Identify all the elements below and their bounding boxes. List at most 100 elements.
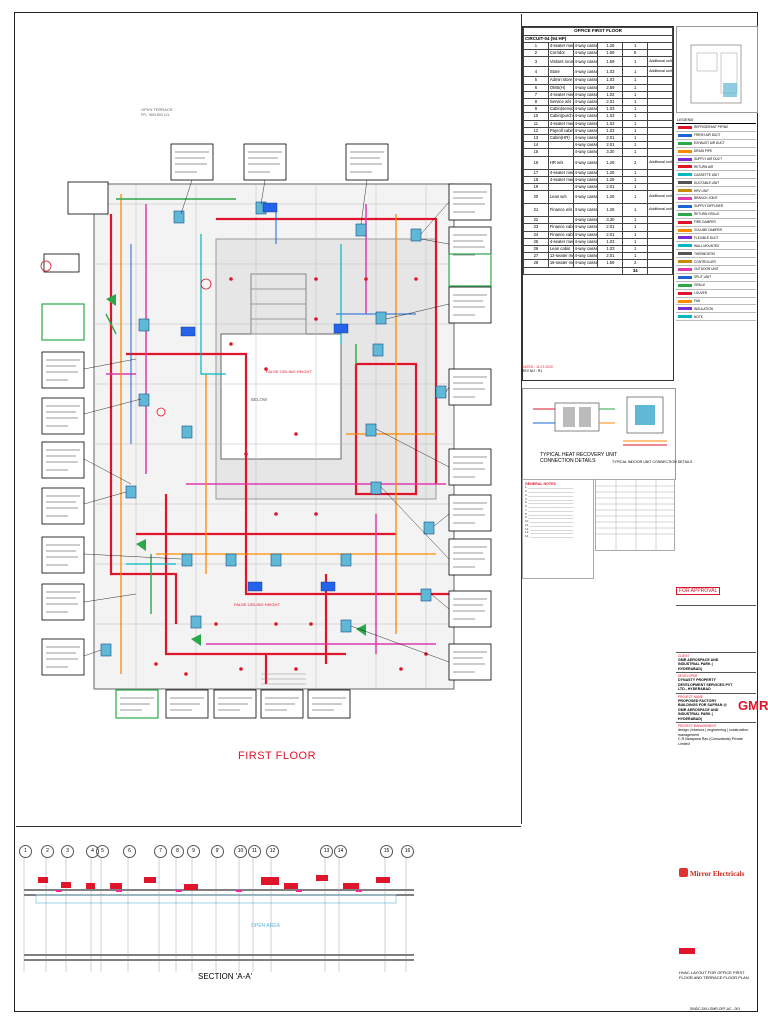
- schedule-cell-rem: [647, 49, 673, 58]
- schedule-cell-area: Service w/s: [547, 98, 574, 107]
- legend-swatch: [678, 299, 692, 303]
- schedule-cell-area: 4-seater meeting room: [547, 41, 574, 51]
- schedule-cell-cap: 1.03: [597, 105, 624, 114]
- legend-label: THERMOSTAT: [694, 251, 716, 256]
- legend-swatch: [678, 212, 692, 216]
- schedule-cell-area: Cabin(HR): [547, 134, 574, 143]
- legend-swatch: [678, 307, 692, 311]
- schedule-cell-qty: 1: [622, 190, 649, 205]
- schedule-cell-no: 1: [523, 41, 549, 51]
- legend-label: HRV UNIT: [694, 188, 709, 193]
- schedule-cell-cap: 1.03: [597, 237, 624, 247]
- legend-item: WALL MOUNTED: [676, 242, 756, 251]
- schedule-cell-cap: 1.03: [597, 245, 624, 254]
- schedule-cell-rem: Additional unit: [647, 66, 673, 78]
- legend-swatch: [678, 315, 692, 319]
- legend-swatch: [678, 283, 692, 287]
- schedule-total-row: 34: [523, 266, 673, 275]
- schedule-cell-qty: 1: [622, 112, 649, 121]
- project-label: PROJECT NAME: [678, 694, 703, 699]
- schedule-cell-type: 4-way cassette unit: [572, 245, 599, 254]
- legend-item: OUTDOOR UNIT: [676, 266, 756, 274]
- grid-label: 13: [320, 845, 333, 858]
- schedule-cell-no: 22: [523, 216, 549, 225]
- schedule-cell-area: 4-seater meeting room: [547, 237, 574, 247]
- grid-label: 14: [334, 845, 347, 858]
- legend-label: CASSETTE UNIT: [694, 172, 720, 177]
- developer-label: DEVELOPER: [678, 674, 698, 679]
- schedule-cell-rem: [647, 252, 673, 261]
- drawing-number: SINDC-SKU-GMR-OFF-AC - 001: [690, 1007, 741, 1011]
- schedule-cell-no: 13: [523, 134, 549, 143]
- approval-stamp-box: [679, 948, 695, 954]
- legend-swatch: [678, 157, 692, 161]
- schedule-cell-type: 4-way cassette unit: [572, 119, 599, 128]
- grid-label: 6: [123, 845, 136, 858]
- legend-item: FAN: [676, 298, 756, 306]
- schedule-cell-type: 4-way cassette unit: [572, 230, 599, 239]
- schedule-cell-qty: 2: [622, 155, 649, 170]
- schedule-cell-cap: 1.59: [597, 56, 624, 68]
- schedule-cell-type: 4-way cassette unit: [572, 168, 599, 177]
- schedule-cell-qty: 1: [622, 183, 649, 192]
- schedule-cell-rem: Additional unit (BHP circuit): [647, 190, 673, 205]
- schedule-cell-type: 4-way cassette unit: [572, 141, 599, 150]
- schedule-cell-area: Cabin(service): [547, 105, 574, 114]
- schedule-cell-no: 28: [523, 259, 549, 268]
- legend-swatch: [678, 173, 692, 177]
- grid-label: 12: [266, 845, 279, 858]
- schedule-cell-no: 15: [523, 148, 549, 157]
- schedule-cell-no: 20: [523, 190, 549, 205]
- legend-item: RETURN AIR: [676, 163, 756, 172]
- svg-text:OPEN AREA: OPEN AREA: [251, 923, 281, 929]
- false-ceiling-note: FALSE CEILING HEIGHT: [234, 602, 280, 607]
- legend-item: NOTE: [676, 313, 756, 322]
- schedule-cell-type: 4-way cassette unit: [572, 155, 599, 170]
- sheet-border: [14, 12, 758, 1012]
- schedule-cell-area: Lean cabin: [547, 245, 574, 254]
- grid-label: 1: [19, 845, 32, 858]
- legend-item: SPLIT UNIT: [676, 274, 756, 282]
- drawing-title: HVAC LAYOUT FOR OFFICE FIRST FLOOR AND T…: [679, 970, 749, 981]
- schedule-cell-area: 12-seater meeting room: [547, 252, 574, 261]
- schedule-cell-area: Finance cabin-2: [547, 230, 574, 239]
- schedule-row: 154-way cassette unit3.301: [523, 148, 673, 157]
- schedule-circuit: CIRCUIT-04 (94 HP): [523, 34, 673, 43]
- project-block: PROJECT NAME PROPOSED FACTORY BUILDINGS …: [676, 692, 756, 722]
- schedule-cell-no: 4: [523, 66, 549, 78]
- schedule-cell-no: 11: [523, 119, 549, 128]
- general-notes: GENERAL NOTES 1. _______________________…: [522, 479, 594, 579]
- plan-title: FIRST FLOOR: [238, 750, 317, 762]
- schedule-cell-rem: [647, 223, 673, 232]
- schedule-cell-cap: 1.26: [597, 41, 624, 51]
- legend-item: VOLUME DAMPER: [676, 227, 756, 235]
- key-plan: [676, 26, 758, 113]
- schedule-cell-area: 4-seater meeting room: [547, 168, 574, 177]
- schedule-cell-qty: 1: [622, 245, 649, 254]
- schedule-cell-area: [547, 216, 574, 225]
- legend-item: FRESH AIR DUCT: [676, 132, 756, 140]
- pm-label: PROJECT MANAGEMENT: [678, 724, 717, 729]
- schedule-cell-rem: [647, 245, 673, 254]
- schedule-cell-cap: 3.30: [597, 216, 624, 225]
- schedule-cell-no: 6: [523, 83, 549, 92]
- schedule-total: 34: [622, 266, 649, 275]
- schedule-cell-cap: 2.01: [597, 183, 624, 192]
- terrace-ffl: FFL +809.800 LVL: [141, 113, 170, 117]
- schedule-cell-area: OMS(H): [547, 83, 574, 92]
- revision-table: [676, 605, 756, 652]
- legend-swatch: [678, 267, 692, 271]
- legend-label: RETURN AIR: [694, 164, 714, 169]
- legend-label: VOLUME DAMPER: [694, 228, 722, 233]
